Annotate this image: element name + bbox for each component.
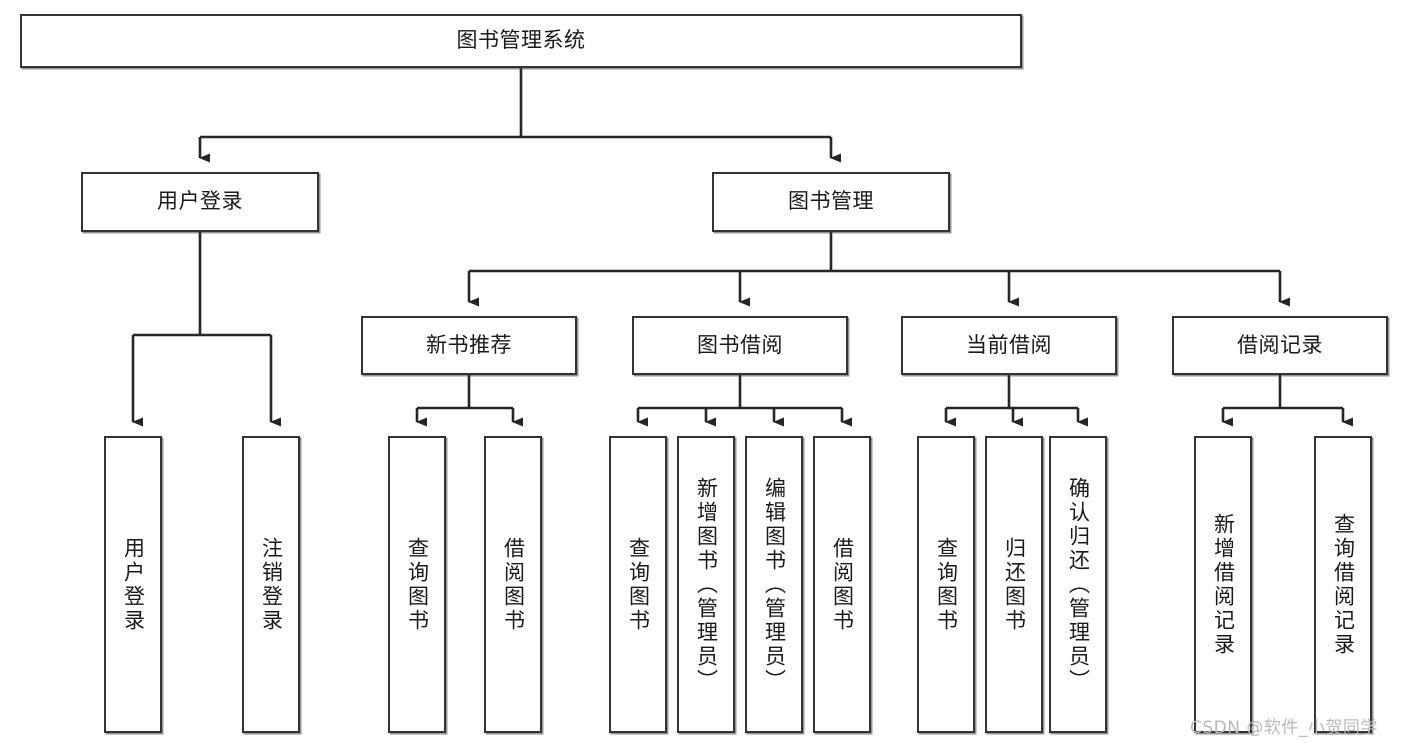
node-new-book-rec-label: 新书推荐 xyxy=(426,332,512,357)
node-leaf-query-record[interactable]: 查询借阅记录 xyxy=(1314,436,1372,733)
node-root[interactable]: 图书管理系统 xyxy=(20,14,1022,68)
node-leaf-return-book[interactable]: 归还图书 xyxy=(985,436,1043,733)
node-book-borrow[interactable]: 图书借阅 xyxy=(632,316,848,375)
node-leaf-add-book[interactable]: 新增图书（管理员） xyxy=(677,436,735,733)
node-leaf-query-book-2-label: 查询图书 xyxy=(626,536,651,633)
node-book-borrow-label: 图书借阅 xyxy=(697,332,783,357)
node-leaf-return-book-label: 归还图书 xyxy=(1002,536,1027,633)
node-leaf-query-book-3[interactable]: 查询图书 xyxy=(917,436,975,733)
node-leaf-edit-book-label: 编辑图书（管理员） xyxy=(762,476,787,693)
node-leaf-query-record-label: 查询借阅记录 xyxy=(1331,512,1356,657)
node-borrow-record[interactable]: 借阅记录 xyxy=(1172,316,1388,375)
node-leaf-add-book-label: 新增图书（管理员） xyxy=(694,476,719,693)
node-user-login-label: 用户登录 xyxy=(157,189,243,214)
node-leaf-query-book-1-label: 查询图书 xyxy=(405,536,430,633)
node-leaf-borrow-book-2-label: 借阅图书 xyxy=(830,536,855,633)
node-leaf-user-login[interactable]: 用户登录 xyxy=(104,436,162,733)
node-leaf-borrow-book-2[interactable]: 借阅图书 xyxy=(813,436,871,733)
node-borrow-record-label: 借阅记录 xyxy=(1237,332,1323,357)
csdn-watermark: CSDN @软件_小贺同学 xyxy=(1190,718,1378,738)
node-leaf-logout[interactable]: 注销登录 xyxy=(242,436,300,733)
node-new-book-rec[interactable]: 新书推荐 xyxy=(361,316,577,375)
node-leaf-query-book-1[interactable]: 查询图书 xyxy=(388,436,446,733)
node-user-login[interactable]: 用户登录 xyxy=(81,172,319,232)
node-leaf-edit-book[interactable]: 编辑图书（管理员） xyxy=(745,436,803,733)
node-root-label: 图书管理系统 xyxy=(456,28,586,53)
node-leaf-borrow-book-1-label: 借阅图书 xyxy=(501,536,526,633)
node-current-borrow-label: 当前借阅 xyxy=(966,332,1052,357)
node-leaf-confirm-return-label: 确认归还（管理员） xyxy=(1066,476,1091,693)
node-leaf-query-book-2[interactable]: 查询图书 xyxy=(609,436,667,733)
node-current-borrow[interactable]: 当前借阅 xyxy=(901,316,1117,375)
node-book-manage-label: 图书管理 xyxy=(788,189,874,214)
node-leaf-add-record-label: 新增借阅记录 xyxy=(1211,512,1236,657)
node-leaf-query-book-3-label: 查询图书 xyxy=(934,536,959,633)
node-leaf-logout-label: 注销登录 xyxy=(259,536,284,633)
node-leaf-borrow-book-1[interactable]: 借阅图书 xyxy=(484,436,542,733)
node-leaf-confirm-return[interactable]: 确认归还（管理员） xyxy=(1049,436,1107,733)
node-leaf-user-login-label: 用户登录 xyxy=(121,536,146,633)
node-book-manage[interactable]: 图书管理 xyxy=(712,172,950,232)
node-leaf-add-record[interactable]: 新增借阅记录 xyxy=(1194,436,1252,733)
